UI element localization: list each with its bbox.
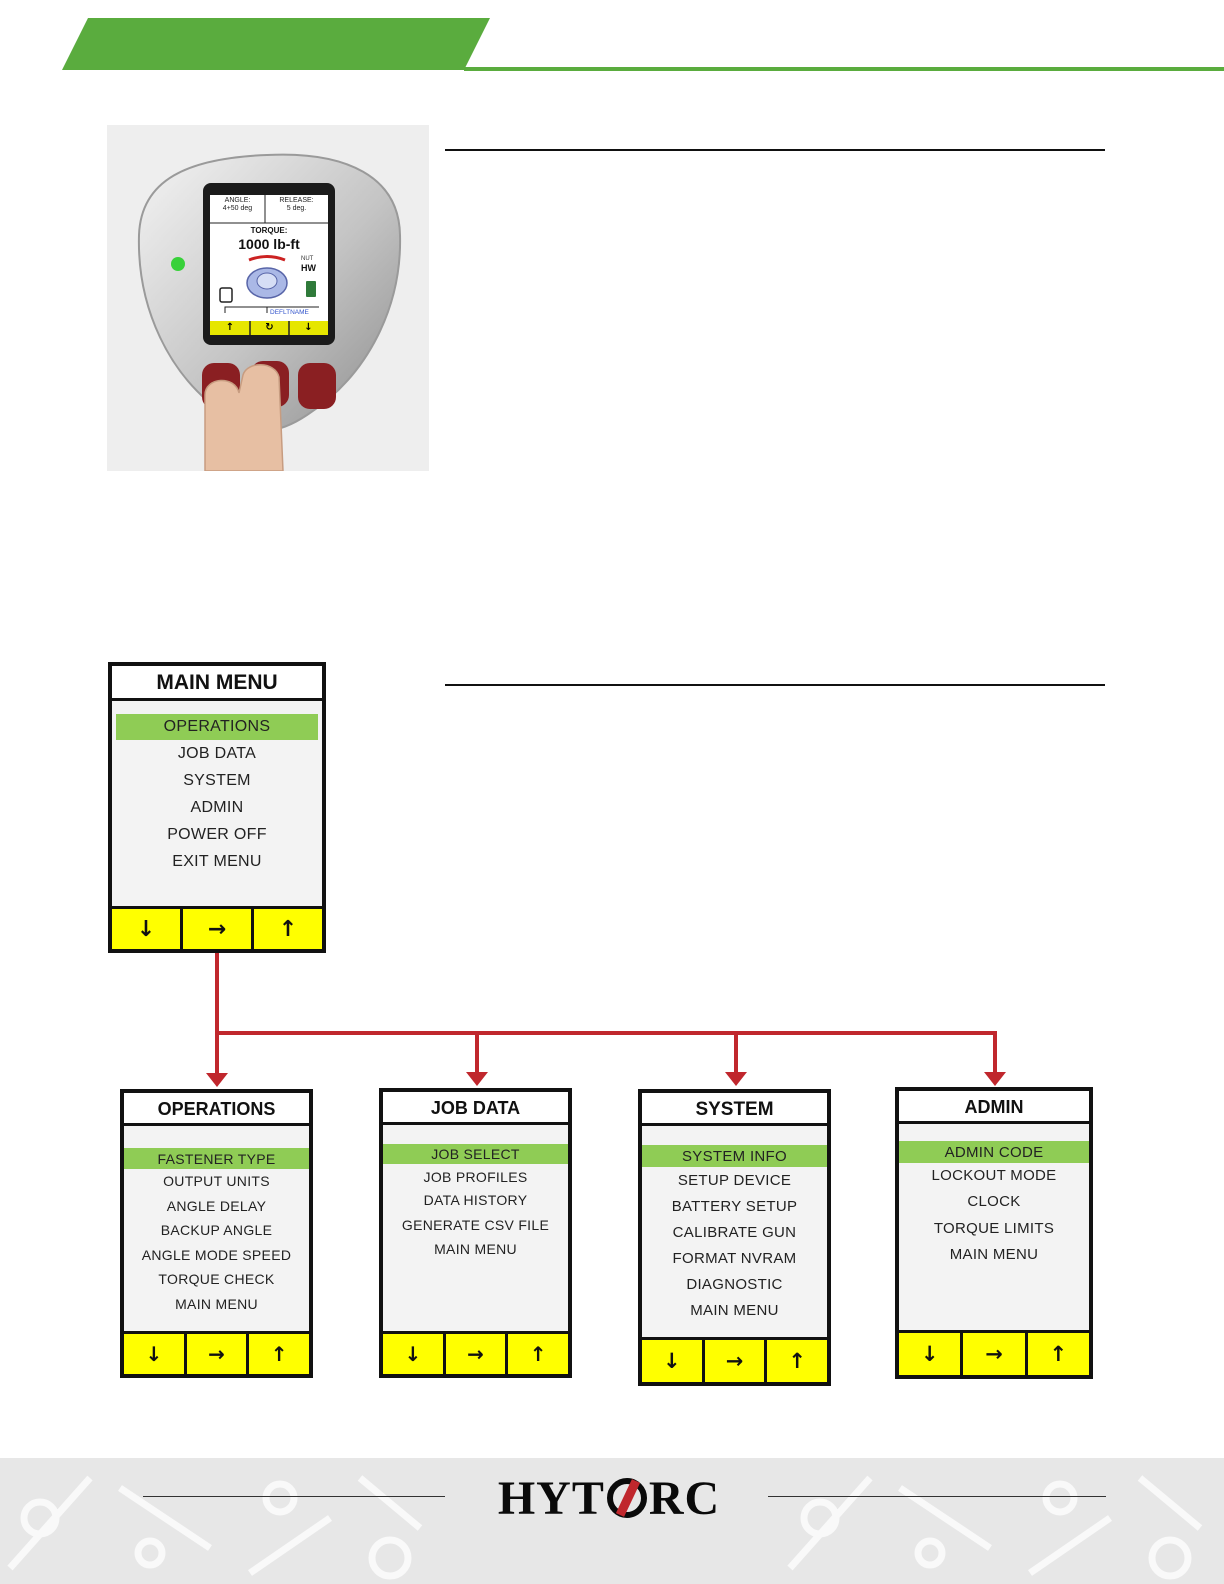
menu-item-angle-delay[interactable]: ANGLE DELAY (166, 1197, 267, 1214)
up-arrow-icon[interactable]: ↑ (529, 1342, 547, 1366)
release-value: 5 deg. (286, 205, 307, 212)
right-arrow-icon[interactable]: → (446, 1334, 509, 1374)
system-screen: SYSTEM SYSTEM INFO SETUP DEVICE BATTERY … (638, 1089, 831, 1386)
footer-tools-pattern-icon (7, 1475, 1203, 1580)
angle-label: ANGLE: (224, 197, 251, 204)
admin-title: ADMIN (899, 1091, 1089, 1124)
status-led-icon (171, 257, 185, 271)
admin-screen: ADMIN ADMIN CODE LOCKOUT MODE CLOCK TORQ… (895, 1087, 1093, 1379)
header-green-rule (464, 67, 1224, 71)
connector-drop-job-data (475, 1031, 479, 1073)
menu-item-admin-code[interactable]: ADMIN CODE (899, 1141, 1089, 1163)
menu-item-fastener-type[interactable]: FASTENER TYPE (124, 1148, 309, 1169)
down-arrow-icon[interactable]: ↓ (899, 1333, 964, 1375)
job-data-screen: JOB DATA JOB SELECT JOB PROFILES DATA HI… (379, 1088, 572, 1378)
logo-text-right: RC (648, 1471, 721, 1525)
device-button-right (298, 363, 336, 409)
down-arrow-icon[interactable]: ↓ (124, 1334, 187, 1374)
up-arrow-icon[interactable]: ↑ (270, 1342, 288, 1366)
menu-item-operations[interactable]: OPERATIONS (116, 714, 318, 740)
menu-item-exit-menu[interactable]: EXIT MENU (172, 853, 262, 870)
menu-item-format-nvram[interactable]: FORMAT NVRAM (672, 1250, 797, 1267)
logo-text-left: HYT (497, 1471, 605, 1525)
footer-rule-right (768, 1496, 1106, 1497)
menu-item-clock[interactable]: CLOCK (967, 1193, 1021, 1210)
arrowhead-job-data-icon (466, 1072, 488, 1086)
menu-item-power-off[interactable]: POWER OFF (167, 826, 267, 843)
down-arrow-icon[interactable]: ↓ (112, 909, 183, 949)
menu-item-generate-csv-file[interactable]: GENERATE CSV FILE (401, 1217, 550, 1233)
right-arrow-icon[interactable]: → (187, 1334, 250, 1374)
menu-item-setup-device[interactable]: SETUP DEVICE (677, 1172, 792, 1189)
device-name-value: DEFLTNAME (270, 309, 309, 316)
right-arrow-icon[interactable]: → (183, 909, 254, 949)
nut-value: HW (301, 263, 316, 273)
menu-item-torque-limits[interactable]: TORQUE LIMITS (933, 1220, 1055, 1237)
nut-label: NUT (301, 256, 314, 262)
arrowhead-operations-icon (206, 1073, 228, 1087)
connector-drop-admin (993, 1031, 997, 1073)
device-screen-up-icon: ↑ (225, 322, 235, 333)
arrowhead-admin-icon (984, 1072, 1006, 1086)
device-photo: ANGLE: 4+50 deg RELEASE: 5 deg. TORQUE: … (107, 125, 429, 471)
operations-title: OPERATIONS (124, 1093, 309, 1126)
menu-item-backup-angle[interactable]: BACKUP ANGLE (160, 1222, 273, 1238)
connector-trunk (215, 953, 219, 1033)
footer-rule-left (143, 1496, 445, 1497)
menu-item-diagnostic[interactable]: DIAGNOSTIC (686, 1276, 783, 1293)
menu-item-job-select[interactable]: JOB SELECT (383, 1144, 568, 1164)
header-banner (62, 18, 1224, 71)
menu-item-torque-check[interactable]: TORQUE CHECK (158, 1271, 275, 1287)
menu-item-output-units[interactable]: OUTPUT UNITS (163, 1173, 270, 1189)
main-menu-title: MAIN MENU (112, 666, 322, 701)
header-green-tab (62, 18, 490, 70)
operations-screen: OPERATIONS FASTENER TYPE OUTPUT UNITS AN… (120, 1089, 313, 1378)
down-arrow-icon[interactable]: ↓ (383, 1334, 446, 1374)
connector-drop-system (734, 1031, 738, 1073)
arrowhead-system-icon (725, 1072, 747, 1086)
system-title: SYSTEM (642, 1093, 827, 1126)
menu-item-angle-mode-speed[interactable]: ANGLE MODE SPEED (141, 1246, 292, 1263)
hytorc-logo: HYT RC (462, 1462, 756, 1534)
angle-value: 4+50 deg (222, 205, 253, 212)
footer-pattern: HYT RC (0, 1458, 1224, 1584)
section-rule-top (445, 149, 1105, 151)
device-screen-down-icon: ↓ (304, 322, 313, 333)
menu-item-main-menu[interactable]: MAIN MENU (434, 1241, 517, 1257)
battery-icon (306, 281, 316, 297)
finger-hand (204, 364, 284, 471)
menu-item-lockout-mode[interactable]: LOCKOUT MODE (931, 1167, 1057, 1184)
section-rule-middle (445, 684, 1105, 686)
right-arrow-icon[interactable]: → (705, 1340, 768, 1382)
main-menu-screen: MAIN MENU OPERATIONS JOB DATA SYSTEM ADM… (108, 662, 326, 953)
menu-item-system-info[interactable]: SYSTEM INFO (642, 1145, 827, 1167)
menu-item-system[interactable]: SYSTEM (183, 772, 251, 789)
torque-label: TORQUE: (250, 226, 288, 235)
up-arrow-icon[interactable]: ↑ (278, 916, 298, 942)
menu-item-battery-setup[interactable]: BATTERY SETUP (671, 1198, 798, 1215)
down-arrow-icon[interactable]: ↓ (642, 1340, 705, 1382)
menu-item-main-menu[interactable]: MAIN MENU (690, 1302, 779, 1319)
release-label: RELEASE: (279, 197, 314, 204)
menu-item-main-menu[interactable]: MAIN MENU (175, 1295, 258, 1312)
menu-item-data-history[interactable]: DATA HISTORY (423, 1192, 528, 1208)
menu-item-calibrate-gun[interactable]: CALIBRATE GUN (672, 1224, 797, 1241)
menu-item-job-data[interactable]: JOB DATA (177, 745, 257, 762)
menu-item-job-profiles[interactable]: JOB PROFILES (423, 1169, 528, 1185)
right-arrow-icon[interactable]: → (963, 1333, 1028, 1375)
logo-o-slash-icon (606, 1478, 647, 1518)
up-arrow-icon[interactable]: ↑ (788, 1349, 806, 1373)
job-data-title: JOB DATA (383, 1092, 568, 1125)
menu-item-admin[interactable]: ADMIN (190, 799, 244, 816)
device-screen-rotate-icon: ↻ (265, 322, 274, 333)
torque-value: 1000 lb-ft (238, 236, 300, 252)
up-arrow-icon[interactable]: ↑ (1049, 1342, 1068, 1366)
list-icon (219, 287, 233, 303)
menu-item-main-menu[interactable]: MAIN MENU (949, 1246, 1039, 1263)
connector-horizontal (215, 1031, 997, 1035)
connector-drop-operations (215, 1031, 219, 1075)
